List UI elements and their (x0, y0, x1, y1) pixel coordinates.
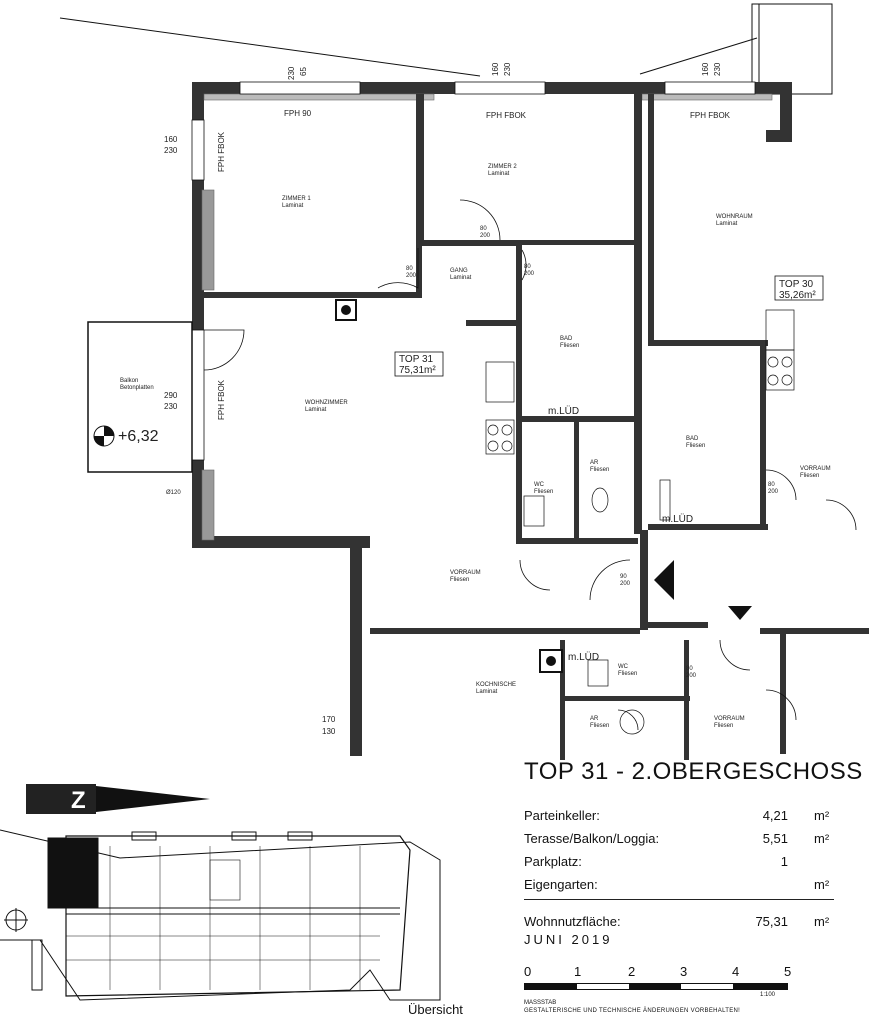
svg-text:KOCHNISCHE: KOCHNISCHE (476, 682, 516, 688)
svg-text:200: 200 (524, 271, 535, 277)
svg-text:WC: WC (534, 482, 545, 488)
svg-text:BAD: BAD (560, 336, 573, 342)
window-label: FPH FBOK (690, 111, 731, 120)
svg-text:Balkon: Balkon (120, 378, 138, 384)
scale-ratio: 1:100 (760, 992, 776, 998)
dimension-labels: 160 230 230 65 160 230 160 230 290 230 1… (164, 62, 722, 736)
svg-text:BAD: BAD (686, 436, 699, 442)
svg-text:ZIMMER 2: ZIMMER 2 (488, 164, 517, 170)
svg-text:Fliesen: Fliesen (714, 723, 733, 729)
shafts (335, 299, 563, 673)
svg-text:WOHNRAUM: WOHNRAUM (716, 214, 753, 220)
window-label: FPH FBOK (486, 111, 527, 120)
mlud-label: m.LÜD (662, 513, 693, 525)
svg-text:Laminat: Laminat (282, 203, 304, 209)
svg-text:WOHNZIMMER: WOHNZIMMER (305, 400, 348, 406)
svg-text:Fliesen: Fliesen (618, 671, 637, 677)
window-label: FPH 90 (284, 109, 312, 118)
svg-text:VORRAUM: VORRAUM (714, 716, 745, 722)
svg-text:80: 80 (406, 266, 413, 272)
svg-text:80: 80 (524, 264, 531, 270)
svg-text:Betonplatten: Betonplatten (120, 385, 154, 391)
svg-text:ZIMMER 1: ZIMMER 1 (282, 196, 311, 202)
area-row: Parteinkeller: 4,21 m² (524, 808, 830, 823)
svg-text:Fliesen: Fliesen (590, 723, 609, 729)
svg-text:Fliesen: Fliesen (450, 577, 469, 583)
window-label: FPH FBOK (217, 131, 226, 172)
total-area-row: Wohnnutzfläche: 75,31 m² (524, 914, 830, 929)
elevation-label: +6,32 (118, 428, 159, 445)
interior-walls (204, 94, 869, 760)
svg-text:Laminat: Laminat (476, 689, 498, 695)
plan-date: JUNI 2019 (524, 932, 613, 947)
balcony (87, 321, 193, 473)
area-table: Parteinkeller: 4,21 m² Terasse/Balkon/Lo… (524, 808, 834, 937)
svg-text:230: 230 (503, 62, 512, 76)
outer-walls (192, 82, 792, 756)
svg-text:AR: AR (590, 460, 599, 466)
scale-caption: MASSSTAB (524, 1000, 557, 1006)
svg-text:230: 230 (164, 402, 178, 411)
svg-text:Fliesen: Fliesen (534, 489, 553, 495)
svg-text:160: 160 (491, 62, 500, 76)
area-row: Eigengarten: m² (524, 877, 834, 900)
mlud-label: m.LÜD (548, 405, 579, 417)
svg-text:GANG: GANG (450, 268, 468, 274)
door-dimensions: 80 200 80 200 80 200 90 200 80 200 80 20… (406, 226, 779, 679)
svg-text:Z: Z (71, 787, 86, 814)
disclaimer: GESTALTERISCHE UND TECHNISCHE ÄNDERUNGEN… (524, 1008, 741, 1014)
svg-text:AR: AR (590, 716, 599, 722)
area-row: Terasse/Balkon/Loggia: 5,51 m² (524, 831, 830, 846)
svg-text:230: 230 (287, 66, 296, 80)
svg-text:Laminat: Laminat (450, 275, 472, 281)
svg-text:230: 230 (164, 146, 178, 155)
svg-text:65: 65 (299, 67, 308, 76)
svg-text:230: 230 (713, 62, 722, 76)
doors (203, 199, 857, 731)
svg-text:160: 160 (164, 135, 178, 144)
neighbor-unit-label: TOP 30 (779, 279, 814, 290)
svg-text:Laminat: Laminat (716, 221, 738, 227)
svg-text:170: 170 (322, 715, 336, 724)
svg-text:Fliesen: Fliesen (590, 467, 609, 473)
mlud-label: m.LÜD (568, 651, 599, 663)
svg-text:80: 80 (480, 226, 487, 232)
svg-text:WC: WC (618, 664, 629, 670)
svg-text:200: 200 (406, 273, 417, 279)
svg-text:Fliesen: Fliesen (800, 473, 819, 479)
svg-text:Fliesen: Fliesen (560, 343, 579, 349)
insulation-hatch (201, 93, 773, 541)
svg-text:80: 80 (686, 666, 693, 672)
svg-text:200: 200 (620, 581, 631, 587)
svg-text:200: 200 (686, 673, 697, 679)
svg-text:160: 160 (701, 62, 710, 76)
overview-site-plan (0, 829, 441, 1001)
fixtures (485, 309, 795, 735)
unit-area: 75,31m² (399, 365, 436, 376)
svg-text:Fliesen: Fliesen (686, 443, 705, 449)
svg-text:VORRAUM: VORRAUM (450, 570, 481, 576)
svg-text:Ø120: Ø120 (166, 490, 181, 496)
svg-text:130: 130 (322, 727, 336, 736)
unit-label: TOP 31 (399, 354, 434, 365)
svg-text:90: 90 (620, 574, 627, 580)
overview-label: Übersicht (408, 1002, 463, 1017)
svg-text:200: 200 (480, 233, 491, 239)
neighbor-unit-area: 35,26m² (779, 290, 816, 301)
window-label: FPH FBOK (217, 379, 226, 420)
svg-text:VORRAUM: VORRAUM (800, 466, 831, 472)
area-row: Parkplatz: 1 (524, 854, 788, 869)
sheet-title: TOP 31 - 2.OBERGESCHOSS (524, 758, 863, 785)
svg-text:80: 80 (768, 482, 775, 488)
north-arrow: Z (26, 784, 210, 814)
svg-text:Laminat: Laminat (305, 407, 327, 413)
svg-text:200: 200 (768, 489, 779, 495)
room-labels: ZIMMER 1 Laminat ZIMMER 2 Laminat WOHNRA… (120, 164, 831, 729)
svg-text:Laminat: Laminat (488, 171, 510, 177)
svg-text:290: 290 (164, 391, 178, 400)
